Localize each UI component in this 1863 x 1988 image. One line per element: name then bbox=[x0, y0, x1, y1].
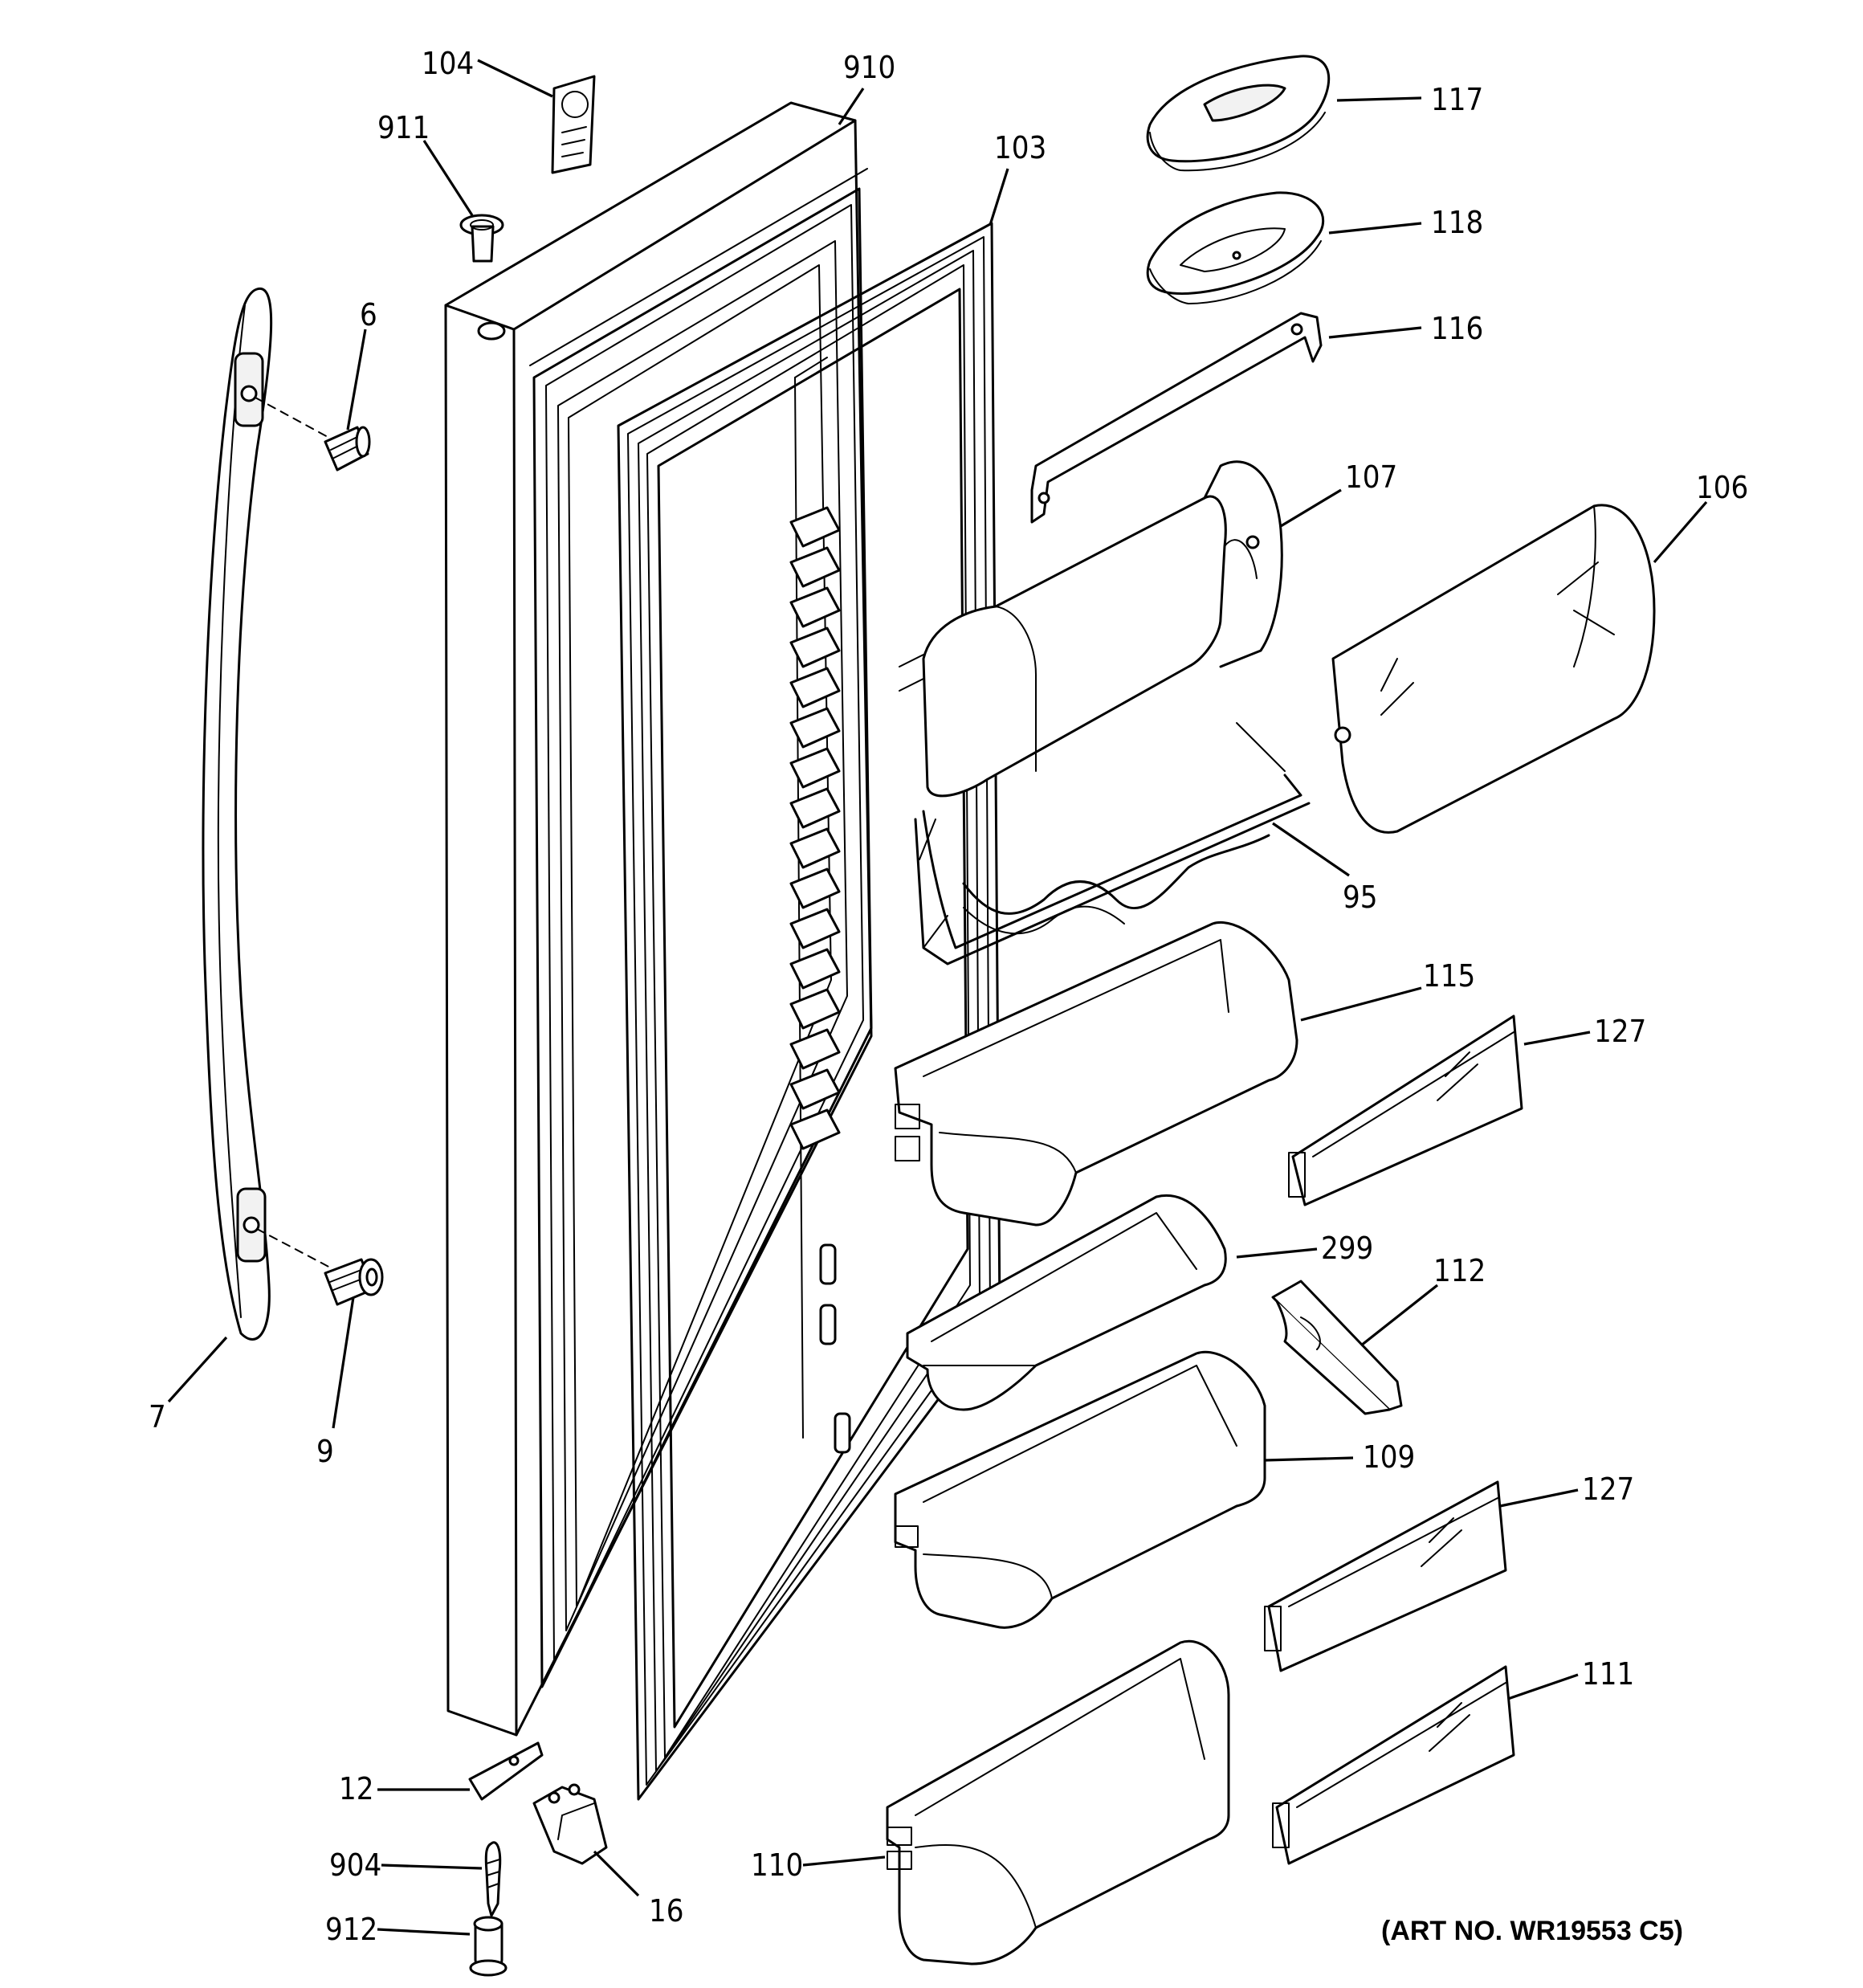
callout-912: 912 bbox=[325, 1912, 377, 1947]
callout-117: 117 bbox=[1431, 82, 1483, 117]
callout-103: 103 bbox=[994, 130, 1046, 165]
hinge-screw bbox=[484, 1841, 502, 1917]
logo-badge bbox=[551, 75, 596, 174]
callout-95: 95 bbox=[1343, 880, 1378, 915]
bin-front-panel-middle bbox=[1264, 1480, 1507, 1672]
callout-911: 911 bbox=[377, 110, 430, 145]
bottom-hinge bbox=[532, 1783, 608, 1865]
callout-16: 16 bbox=[649, 1893, 684, 1929]
hinge-bushing-bottom bbox=[469, 1916, 508, 1977]
door-bin-medium bbox=[894, 1350, 1266, 1629]
dairy-compartment-tray bbox=[1146, 191, 1325, 304]
bin-front-panel-bottom bbox=[1272, 1665, 1515, 1865]
callout-127-upper: 127 bbox=[1594, 1014, 1646, 1049]
callout-109: 109 bbox=[1363, 1439, 1415, 1475]
callout-116: 116 bbox=[1431, 311, 1483, 346]
door-handle bbox=[202, 287, 334, 1341]
callout-9: 9 bbox=[316, 1434, 334, 1469]
callout-127-lower: 127 bbox=[1582, 1472, 1634, 1507]
callout-299: 299 bbox=[1321, 1231, 1373, 1266]
art-number: (ART NO. WR19553 C5) bbox=[1381, 1916, 1683, 1946]
callout-115: 115 bbox=[1423, 958, 1475, 994]
liner-shelf-clips bbox=[789, 506, 851, 1454]
door-stop bbox=[468, 1741, 544, 1801]
handle-screw-top bbox=[324, 426, 371, 471]
callout-6: 6 bbox=[360, 297, 377, 333]
callout-118: 118 bbox=[1431, 205, 1483, 240]
hinge-bushing-top bbox=[459, 214, 504, 263]
door-bin-large bbox=[894, 921, 1298, 1227]
callout-12: 12 bbox=[339, 1771, 374, 1806]
callout-106: 106 bbox=[1696, 470, 1748, 505]
door-bin-dairy bbox=[899, 460, 1283, 798]
bin-front-panel-upper bbox=[1288, 1014, 1523, 1206]
wire-bottle-shelf bbox=[914, 722, 1311, 965]
callout-107: 107 bbox=[1345, 459, 1397, 495]
callout-904: 904 bbox=[329, 1847, 381, 1883]
callout-7: 7 bbox=[149, 1399, 166, 1435]
callout-leaders bbox=[167, 59, 1708, 1936]
callout-104: 104 bbox=[422, 46, 474, 81]
dairy-compartment-cover bbox=[1146, 55, 1331, 172]
door-liner bbox=[657, 288, 969, 1729]
dairy-door-cover bbox=[1331, 504, 1656, 834]
callout-111: 111 bbox=[1582, 1656, 1634, 1692]
bin-side-trim bbox=[1271, 1280, 1403, 1415]
door-bin-small bbox=[906, 1194, 1227, 1411]
door-bin-bottom bbox=[886, 1639, 1230, 1966]
callout-labels: 104 910 911 103 117 118 116 6 107 106 95… bbox=[149, 46, 1748, 1947]
callout-110: 110 bbox=[751, 1847, 803, 1883]
fresh-food-door bbox=[444, 101, 873, 1737]
callout-910: 910 bbox=[843, 50, 895, 85]
bin-rail bbox=[1030, 312, 1323, 524]
callout-112: 112 bbox=[1433, 1253, 1486, 1288]
handle-screw-bottom bbox=[324, 1258, 384, 1306]
